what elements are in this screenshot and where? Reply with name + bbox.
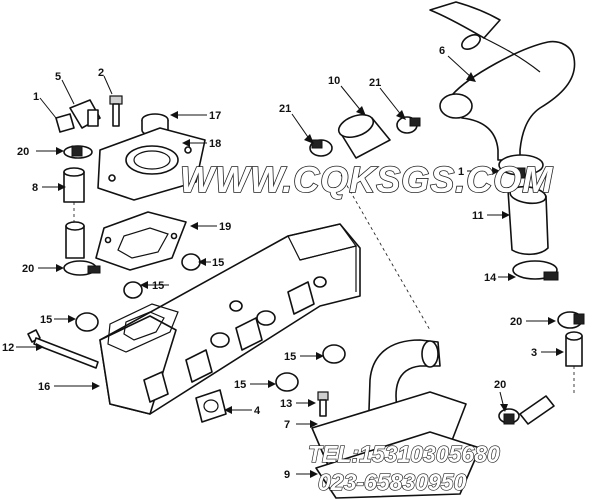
callout-16: 16	[38, 381, 50, 393]
callout-20-lower-left: 20	[22, 263, 34, 275]
hose-clamp-21-right	[396, 116, 421, 134]
hose-clamp-20-lower-right	[498, 395, 555, 425]
callout-13: 13	[280, 398, 292, 410]
pipe-clamp-right-1	[498, 154, 544, 179]
bolt-12	[27, 329, 99, 369]
bolt-2	[109, 95, 123, 127]
watermark-text: WWW.CQKSGS.COM	[180, 159, 553, 200]
callout-15-b: 15	[152, 280, 164, 292]
elbow-fitting-5	[69, 99, 101, 129]
callout-20-top-left: 20	[17, 146, 29, 158]
plug-15-a	[181, 253, 201, 271]
callout-1-right: 1	[458, 166, 464, 178]
callout-15-e: 15	[234, 379, 246, 391]
bolt-13	[317, 391, 329, 417]
callout-15-c: 15	[40, 314, 52, 326]
callout-6: 6	[439, 45, 445, 57]
hose-sleeve-10	[337, 113, 391, 159]
plug-15-c	[75, 312, 99, 332]
gasket-19	[95, 211, 187, 271]
hose-clamp-20-top-left	[63, 145, 93, 159]
callout-8: 8	[32, 182, 38, 194]
callout-20-lower-right: 20	[494, 379, 506, 391]
port-gasket-4	[195, 389, 227, 423]
callout-21-left: 21	[279, 103, 291, 115]
callout-3: 3	[531, 347, 537, 359]
callout-15-a: 15	[212, 257, 224, 269]
callout-5: 5	[55, 71, 61, 83]
hose-clamp-20-right	[557, 311, 585, 329]
contact-tel: TEL:15310305680	[308, 441, 500, 467]
callout-15-d: 15	[284, 351, 296, 363]
callout-4: 4	[254, 405, 261, 417]
contact-phone: 023-65830950	[318, 469, 467, 495]
callout-12: 12	[2, 342, 14, 354]
small-fitting-1	[55, 113, 75, 133]
plug-15-b	[123, 281, 143, 299]
callout-10: 10	[328, 75, 340, 87]
crossover-pipe	[429, 1, 576, 161]
callout-2: 2	[98, 67, 104, 79]
plug-15-e	[275, 372, 299, 392]
leader-lines	[16, 55, 564, 478]
callout-21-right: 21	[369, 77, 381, 89]
outlet-cover-18	[97, 127, 206, 201]
callout-17: 17	[209, 110, 221, 122]
hose-8	[63, 167, 85, 259]
callout-19: 19	[219, 221, 231, 233]
callout-20-right: 20	[510, 316, 522, 328]
callout-18: 18	[209, 138, 221, 150]
plug-15-d	[322, 344, 346, 364]
callout-14: 14	[484, 272, 497, 284]
gasket-9	[315, 431, 481, 499]
callout-9: 9	[284, 469, 290, 481]
rubber-hose-11	[507, 185, 549, 256]
hose-clamp-14	[512, 260, 559, 281]
callout-11: 11	[472, 210, 484, 222]
hose-3	[565, 331, 583, 396]
hose-clamp-21-left	[309, 139, 333, 157]
callout-7: 7	[284, 419, 290, 431]
hose-clamp-20-lower-left	[63, 260, 101, 276]
exhaust-manifold-16	[99, 223, 361, 415]
callout-1-left: 1	[33, 91, 39, 103]
callout-labels: 1 2 5 17 18 20 8 19 20 15 15 15 12 16 15…	[2, 45, 537, 481]
